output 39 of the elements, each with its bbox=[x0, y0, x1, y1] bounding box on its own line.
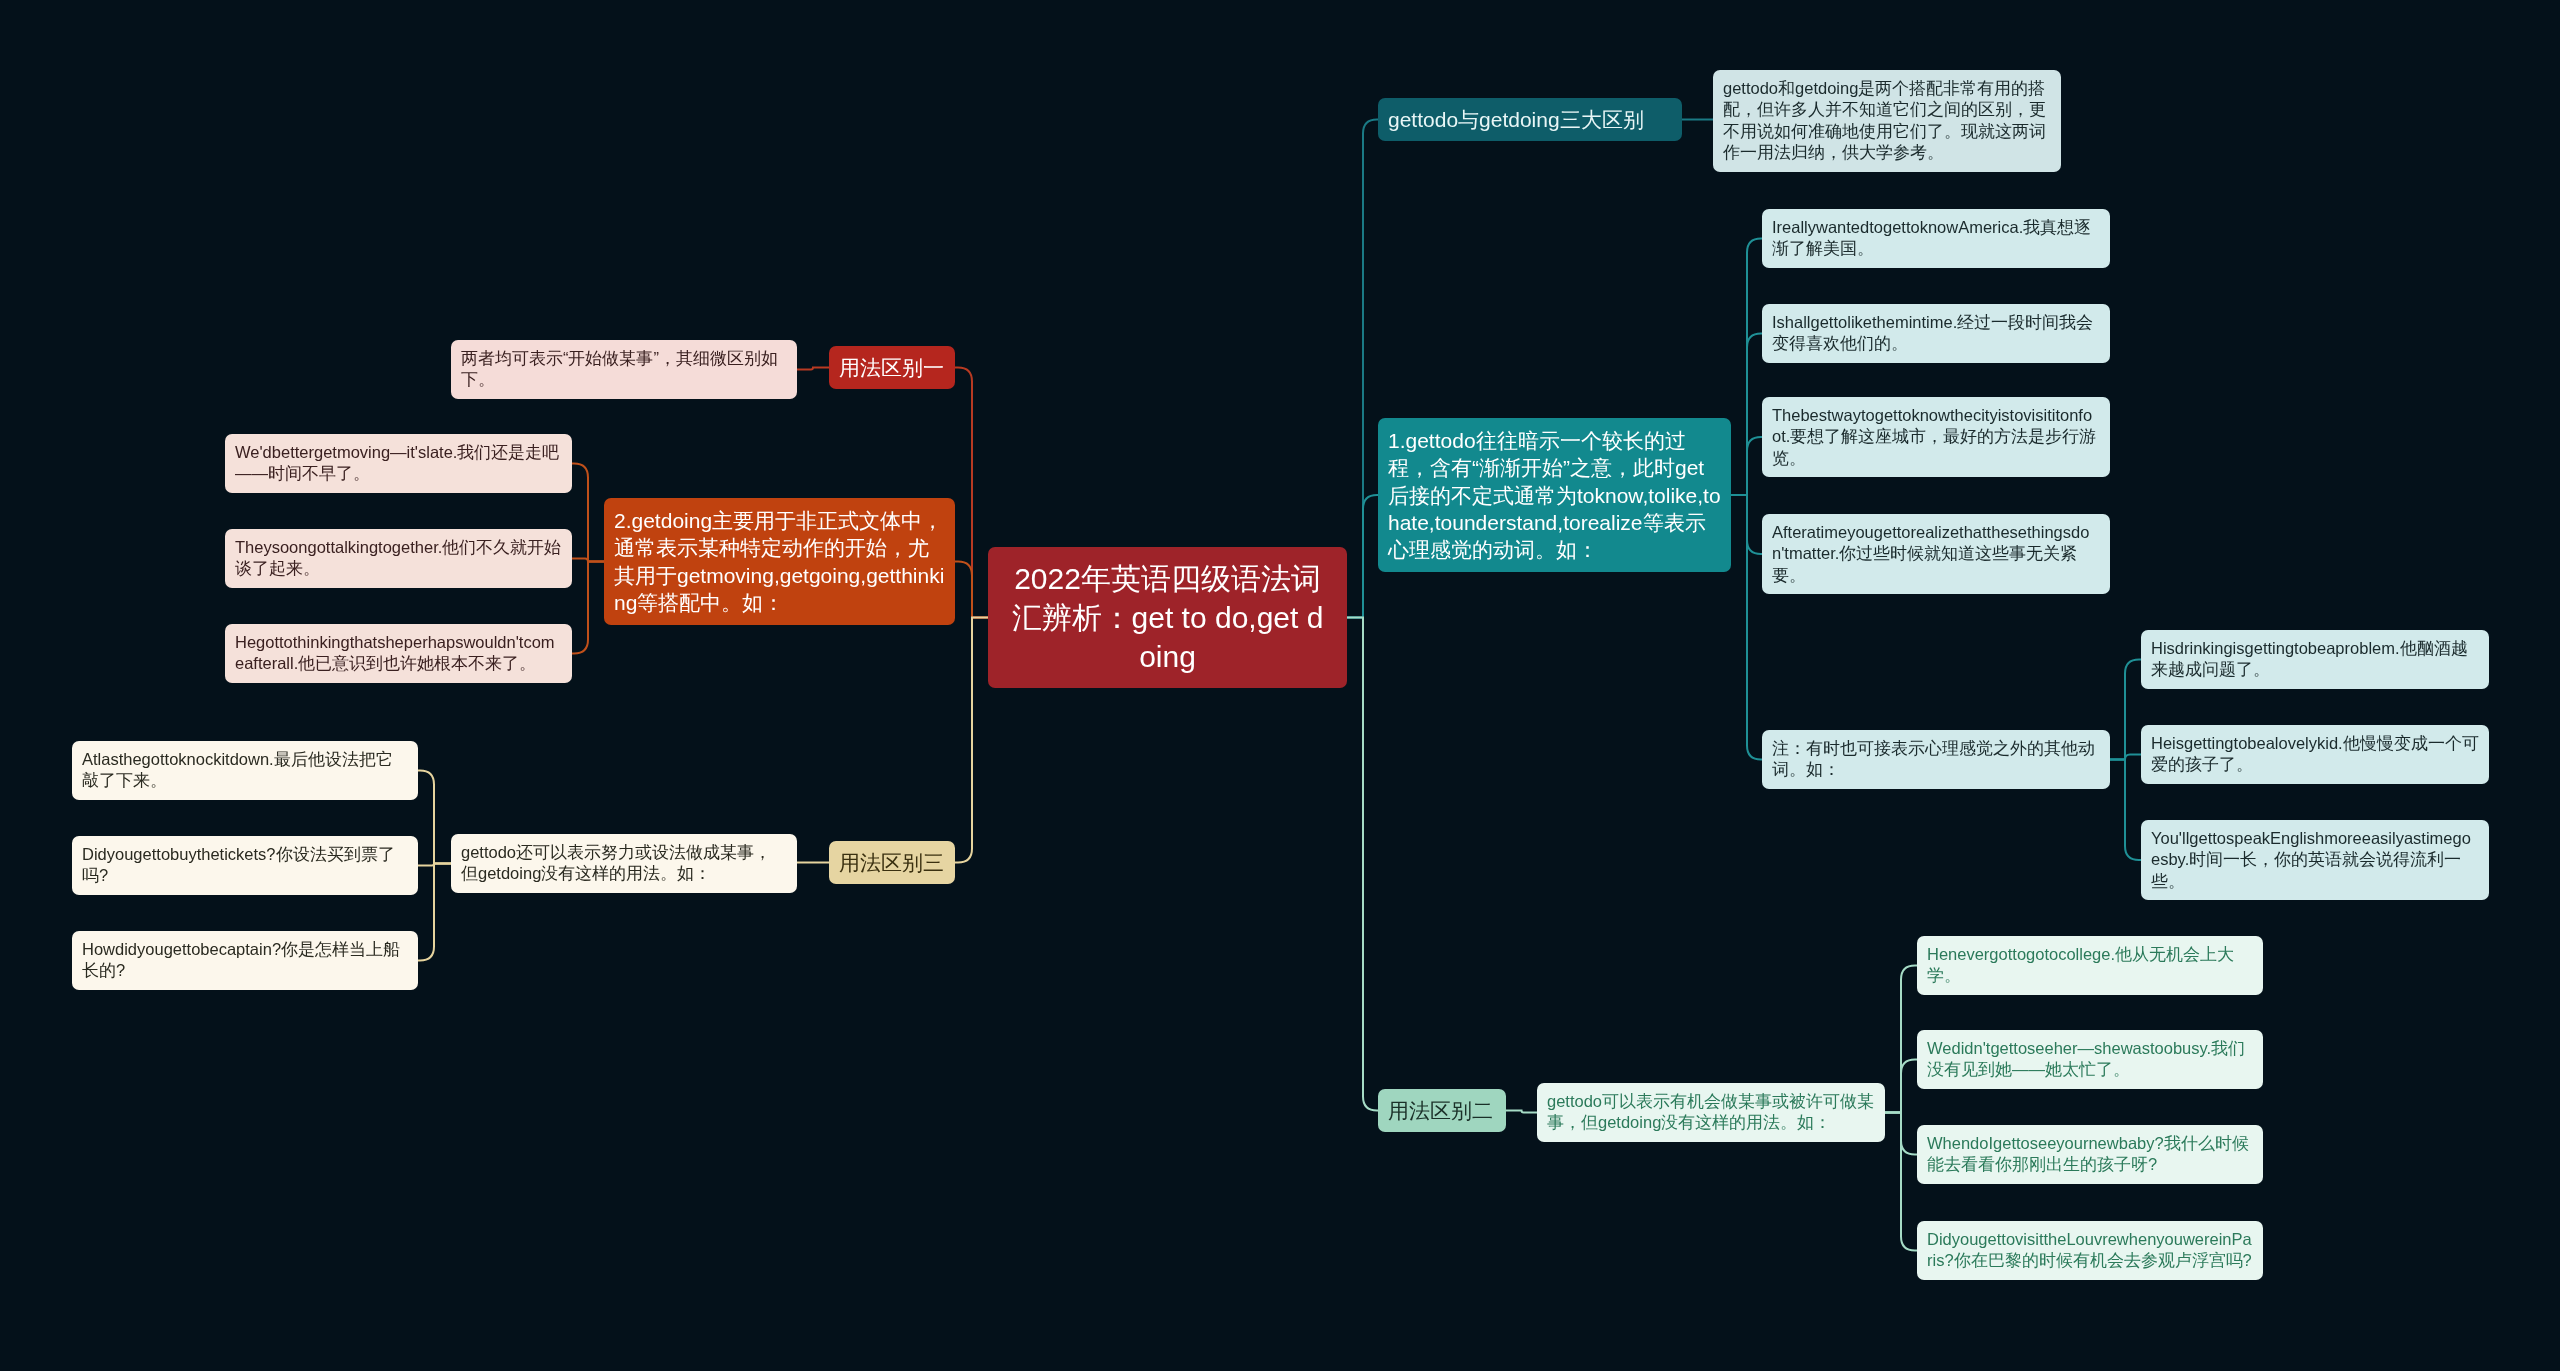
example-box: gettodo还可以表示努力或设法做成某事，但getdoing没有这样的用法。如： bbox=[451, 834, 797, 893]
example-box: Didyougettobuythetickets?你设法买到票了吗? bbox=[72, 836, 418, 895]
branch-box: 1.gettodo往往暗示一个较长的过程，含有“渐渐开始”之意，此时get后接的不定式通常为toknow,tolike,tohate,tounderstand,torealize等表示心理感觉的动词。如： bbox=[1378, 418, 1731, 573]
branch-box: 用法区别三 bbox=[829, 841, 955, 885]
branch-box: 2.getdoing主要用于非正式文体中，通常表示某种特定动作的开始，尤其用于getmoving,getgoing,getthinking等搭配中。如： bbox=[604, 498, 955, 626]
example-box: Atlasthegottoknockitdown.最后他设法把它敲了下来。 bbox=[72, 741, 418, 800]
example-box: DidyougettovisittheLouvrewhenyouwereinParis?你在巴黎的时候有机会去参观卢浮宫吗? bbox=[1917, 1221, 2263, 1280]
connector-line bbox=[1730, 494, 1763, 761]
connector-line bbox=[1884, 1111, 1918, 1252]
example-box: 两者均可表示“开始做某事”，其细微区别如下。 bbox=[451, 340, 797, 399]
connector-line bbox=[2109, 758, 2142, 861]
example-box: Thebestwaytogettoknowthecityistovisititonfoot.要想了解这座城市，最好的方法是步行游览。 bbox=[1762, 397, 2110, 478]
example-box: You'llgettospeakEnglishmoreeasilyastimegoesby.时间一长，你的英语就会说得流利一些。 bbox=[2141, 820, 2489, 901]
example-box: Wedidn'tgettoseeher—shewastoobusy.我们没有见到她——她太忙了。 bbox=[1917, 1030, 2263, 1089]
branch-box: 用法区别一 bbox=[829, 346, 955, 390]
connector-line bbox=[796, 861, 830, 864]
connector-line bbox=[796, 366, 830, 371]
example-box: Heisgettingtobealovelykid.他慢慢变成一个可爱的孩子了。 bbox=[2141, 725, 2489, 784]
example-box: Theysoongottalkingtogether.他们不久就开始谈了起来。 bbox=[225, 529, 572, 588]
example-box: Hisdrinkingisgettingtobeaproblem.他酗酒越来越成问题了。 bbox=[2141, 630, 2489, 689]
connector-line bbox=[571, 560, 605, 655]
connector-line bbox=[1681, 118, 1714, 121]
example-box: WhendoIgettoseeyournewbaby?我什么时候能去看看你那刚出生的孩子呀? bbox=[1917, 1125, 2263, 1184]
connector-line bbox=[1505, 1109, 1538, 1114]
example-box: Ishallgettolikethemintime.经过一段时间我会变得喜欢他们的。 bbox=[1762, 304, 2110, 363]
connector-line bbox=[417, 862, 452, 962]
example-box: IreallywantedtogettoknowAmerica.我真想逐渐了解美国。 bbox=[1762, 209, 2110, 268]
example-box: Afteratimeyougettorealizethatthesethingsdon'tmatter.你过些时候就知道这些事无关紧要。 bbox=[1762, 514, 2110, 595]
connector-line bbox=[1346, 616, 1379, 1112]
example-box: 注：有时也可接表示心理感觉之外的其他动词。如： bbox=[1762, 730, 2110, 789]
example-box: Henevergottogotocollege.他从无机会上大学。 bbox=[1917, 936, 2263, 995]
note-box: gettodo和getdoing是两个搭配非常有用的搭配，但许多人并不知道它们之间的区别，更不用说如何准确地使用它们了。现就这两词作一用法归纳，供大学参考。 bbox=[1713, 70, 2061, 172]
central-topic-box: 2022年英语四级语法词汇辨析：get to do,get doing bbox=[988, 547, 1347, 688]
example-box: Hegottothinkingthatsheperhapswouldn'tcomeafterall.他已意识到也许她根本不来了。 bbox=[225, 624, 572, 683]
example-box: Howdidyougettobecaptain?你是怎样当上船长的? bbox=[72, 931, 418, 990]
branch-box: 用法区别二 bbox=[1378, 1089, 1506, 1133]
branch-box: gettodo与getdoing三大区别 bbox=[1378, 98, 1682, 142]
example-box: We'dbettergetmoving—it'slate.我们还是走吧——时间不早了。 bbox=[225, 434, 572, 493]
example-box: gettodo可以表示有机会做某事或被许可做某事，但getdoing没有这样的用法。如： bbox=[1537, 1083, 1885, 1142]
